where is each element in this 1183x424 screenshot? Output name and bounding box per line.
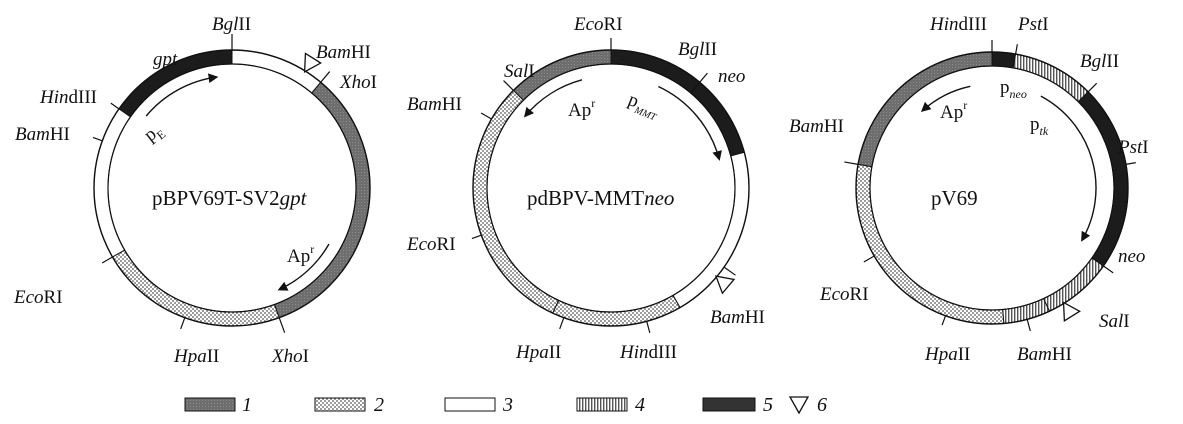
p3-ring-site-tick-9	[863, 255, 875, 263]
p3-sali-label: SalI	[1099, 311, 1130, 332]
p3-ring-segment-7	[855, 163, 1005, 325]
p2-ecori-left-label: EcoRI	[406, 234, 456, 255]
p3-ring-site-tick-6	[1103, 265, 1114, 274]
p1-apr-label: Apr	[287, 242, 314, 267]
p2-ring-site-tick-2	[480, 112, 492, 120]
p3-pneo-label: pneo	[1000, 77, 1027, 101]
p2-hpaii-label: HpaII	[515, 342, 561, 363]
p1-ecori-label: EcoRI	[13, 287, 63, 308]
p3-ring-site-tick-1	[844, 161, 859, 165]
p2-ring-segment-5	[552, 294, 681, 327]
p1-bamhi-left-label: BamHI	[15, 124, 70, 145]
p3-ring-site-tick-8	[941, 315, 947, 326]
p2-ring-segment-4	[672, 151, 750, 309]
legend-num-4: 4	[635, 394, 645, 416]
p3-hpaii-label: HpaII	[924, 344, 970, 365]
legend-num-5: 5	[763, 394, 773, 416]
p3-psti-right-label: PstI	[1117, 137, 1149, 158]
legend: 1 2 3 4 5 6	[184, 394, 827, 416]
p3-ptk-label: ptk	[1030, 114, 1049, 138]
p3-ring-segment-5	[1042, 257, 1105, 312]
plasmid-3: HindIII PstI BglII pneo Apr ptk BamHI Ps…	[789, 14, 1149, 365]
p3-plasmid-name: pV69	[931, 186, 978, 210]
p3-ring-inner-edge	[869, 65, 1115, 311]
p2-ring-site-tick-6	[646, 321, 651, 334]
p2-sali-label: SalI	[504, 61, 535, 82]
p2-bglii-label: BglII	[678, 39, 717, 60]
p2-ring-site-tick-5	[723, 266, 736, 276]
p1-ring-site-tick-6	[101, 256, 113, 264]
p1-ring-site-tick-3	[320, 71, 331, 83]
p3-bglii-label: BglII	[1080, 51, 1119, 72]
p2-pmmt-label: pMMT	[624, 89, 664, 124]
p1-ring-site-tick-1	[110, 102, 120, 110]
p3-ring-transcription-arrow-2	[1040, 95, 1097, 242]
p1-plasmid-name: pBPV69T-SV2gpt	[152, 186, 308, 210]
p1-ring-triangle-marker-1	[303, 52, 322, 73]
p1-ring-inner-edge	[107, 63, 357, 313]
p1-hindiii-label: HindIII	[39, 87, 97, 108]
p1-ring-transcription-arrow-1	[145, 73, 219, 117]
p2-ring-site-tick-4	[699, 72, 708, 83]
legend-swatch-2	[314, 397, 366, 412]
p3-apr-label: Apr	[940, 98, 967, 123]
legend-num-2: 2	[374, 394, 384, 416]
plasmid-1: gpt BglII BamHI XhoI HindIII BamHI pE pB…	[13, 14, 377, 367]
plasmid-3-ring	[844, 40, 1136, 332]
p3-ring-triangle-marker-1	[1062, 301, 1081, 322]
p3-bamhi-bottom-label: BamHI	[1017, 344, 1072, 365]
p1-gpt-label: gpt	[153, 49, 178, 70]
p2-bamhi-left-label: BamHI	[407, 94, 462, 115]
legend-swatch-5	[702, 397, 756, 412]
p2-hindiii-label: HindIII	[619, 342, 677, 363]
p3-ring-site-tick-4	[1087, 82, 1098, 93]
p2-ring-site-tick-7	[559, 317, 565, 330]
plasmid-1-ring	[92, 34, 371, 333]
legend-swatch-3	[444, 397, 496, 412]
legend-num-6: 6	[817, 394, 827, 416]
p2-ring-transcription-arrow-2	[658, 85, 722, 161]
p3-hindiii-label: HindIII	[929, 14, 987, 35]
p2-ring-site-tick-8	[471, 234, 482, 240]
p1-bamhi-top-label: BamHI	[316, 42, 371, 63]
p1-ring-site-tick-4	[278, 317, 286, 333]
plasmid-2-ring	[471, 38, 750, 334]
p3-ring-site-tick-5	[1125, 162, 1136, 165]
legend-swatch-1	[184, 397, 236, 412]
p1-bglii-label: BglII	[212, 14, 251, 35]
p1-ring-site-tick-5	[180, 317, 186, 330]
p1-ring-transcription-arrow-2	[277, 243, 330, 291]
p3-psti-top-label: PstI	[1017, 14, 1049, 35]
p2-ring-transcription-arrow-1	[523, 79, 583, 118]
p2-neo-label: neo	[718, 66, 745, 87]
legend-num-3: 3	[502, 394, 513, 416]
p1-xhoi-bottom-label: XhoI	[271, 346, 309, 367]
p3-ecori-label: EcoRI	[819, 284, 869, 305]
p2-apr-label: Apr	[568, 96, 595, 121]
p1-ring-segment-5	[93, 108, 132, 258]
p3-bamhi-left-label: BamHI	[789, 116, 844, 137]
p1-ring-site-tick-7	[92, 136, 103, 142]
legend-swatch-6-triangle	[788, 396, 810, 415]
p3-ring-site-tick-3	[1015, 44, 1018, 55]
p2-ring-inner-edge	[486, 63, 736, 313]
p1-xhoi-top-label: XhoI	[339, 72, 377, 93]
p3-neo-label: neo	[1118, 246, 1145, 267]
p2-ring-triangle-marker-1	[714, 275, 736, 295]
p2-bamhi-right-label: BamHI	[710, 307, 765, 328]
legend-num-1: 1	[242, 394, 252, 416]
p2-plasmid-name: pdBPV-MMTneo	[527, 186, 674, 210]
p2-ecori-top-label: EcoRI	[573, 14, 623, 35]
p2-ring-site-tick-1	[503, 80, 514, 91]
p3-ring-site-tick-7	[1026, 319, 1031, 332]
plasmid-2: EcoRI BglII SalI neo BamHI Apr pMMT pdBP…	[406, 14, 765, 363]
legend-swatch-4	[576, 397, 628, 412]
p3-ring-transcription-arrow-1	[920, 85, 971, 113]
p1-hpaii-label: HpaII	[173, 346, 219, 367]
p1-pe-label: pE	[140, 119, 168, 148]
p3-ring-segment-4	[1077, 91, 1129, 267]
